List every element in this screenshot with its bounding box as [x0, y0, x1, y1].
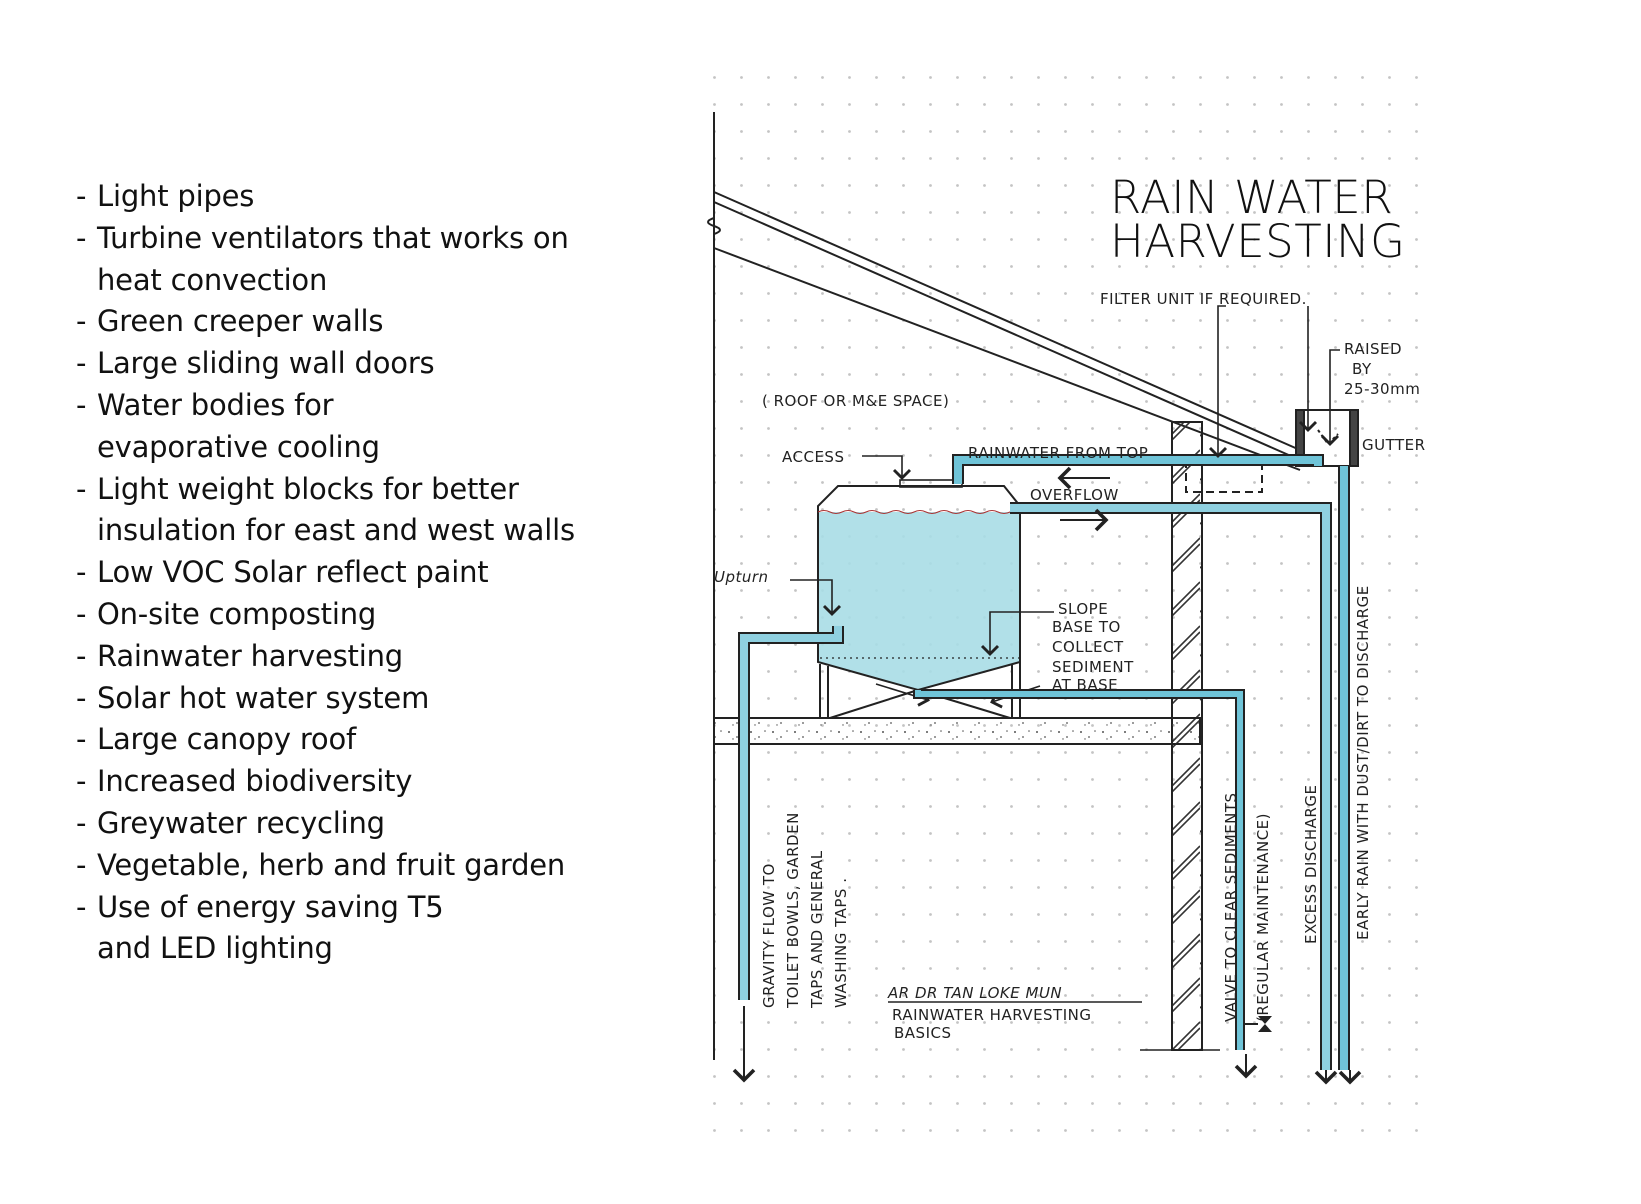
label-slope-3: COLLECT — [1052, 638, 1124, 656]
bullet-dash: - — [76, 555, 87, 590]
diagram-title-line-1: RAIN WATER — [1110, 171, 1393, 224]
feature-text: Low VOC Solar reflect paint — [97, 555, 489, 590]
label-overflow: OVERFLOW — [1030, 486, 1119, 504]
feature-text: Green creeper walls — [97, 304, 384, 339]
feature-item: -On-site composting — [76, 594, 656, 636]
feature-item: -Green creeper walls — [76, 301, 656, 343]
bullet-dash: - — [76, 805, 87, 840]
feature-item: -Rainwater harvesting — [76, 636, 656, 678]
label-upturn: Upturn — [714, 568, 769, 586]
feature-text: Use of energy saving T5 and LED lighting — [97, 889, 444, 966]
bullet-dash: - — [76, 722, 87, 757]
bullet-dash: - — [76, 889, 87, 924]
label-raised-by: BY — [1352, 360, 1372, 378]
flow-arrows — [732, 466, 1362, 1085]
label-gravity-2: TOILET BOWLS, GARDEN — [784, 812, 802, 1009]
bullet-dash: - — [76, 304, 87, 339]
label-rainwater-from-top: RAINWATER FROM TOP — [968, 444, 1148, 462]
label-filter-unit: FILTER UNIT IF REQUIRED. — [1100, 290, 1307, 308]
bullet-dash: - — [76, 680, 87, 715]
label-gravity-3: TAPS AND GENERAL — [808, 850, 826, 1009]
label-slope-5: AT BASE — [1052, 676, 1118, 694]
diagram-title-line-2: HARVESTING — [1110, 215, 1406, 268]
valve-icon — [1258, 1016, 1272, 1032]
feature-item: -Light weight blocks for better insulati… — [76, 469, 656, 553]
filter-unit — [1185, 459, 1263, 493]
feature-item: -Large canopy roof — [76, 719, 656, 761]
bullet-dash: - — [76, 387, 87, 422]
feature-item: -Solar hot water system — [76, 678, 656, 720]
diagram-title: RAIN WATER HARVESTING — [1110, 171, 1406, 268]
feature-item: -Water bodies for evaporative cooling — [76, 385, 656, 469]
feature-item: -Vegetable, herb and fruit garden — [76, 845, 656, 887]
label-gravity-4: WASHING TAPS . — [832, 878, 850, 1008]
label-gutter: GUTTER — [1362, 436, 1426, 454]
feature-text: Light pipes — [97, 179, 255, 213]
feature-item: -Increased biodiversity — [76, 761, 656, 803]
label-slope-4: SEDIMENT — [1052, 658, 1134, 676]
feature-text: Turbine ventilators that works on heat c… — [97, 220, 569, 297]
feature-text: Large canopy roof — [97, 722, 357, 757]
bullet-dash: - — [76, 220, 87, 255]
feature-text: Vegetable, herb and fruit garden — [97, 847, 566, 882]
sustainable-features-list: -Light pipes-Turbine ventilators that wo… — [76, 176, 656, 970]
feature-text: Solar hot water system — [97, 680, 430, 715]
feature-text: Light weight blocks for better insulatio… — [97, 471, 575, 548]
rainwater-harvesting-diagram: FILTER UNIT IF REQUIRED. RAISED BY 25-30… — [700, 60, 1520, 1204]
feature-text: Large sliding wall doors — [97, 346, 435, 381]
bullet-dash: - — [76, 638, 87, 673]
feature-item: -Low VOC Solar reflect paint — [76, 552, 656, 594]
feature-item: -Turbine ventilators that works on heat … — [76, 218, 656, 302]
bullet-dash: - — [76, 471, 87, 506]
bullet-dash: - — [76, 847, 87, 882]
feature-text: On-site composting — [97, 596, 377, 631]
feature-text: Increased biodiversity — [97, 764, 413, 799]
credit-title: RAINWATER HARVESTING — [892, 1006, 1092, 1024]
label-early-rain: EARLY RAIN WITH DUST/DIRT TO DISCHARGE — [1354, 585, 1372, 940]
floor-slab — [713, 717, 1201, 745]
feature-item: -Use of energy saving T5 and LED lightin… — [76, 887, 656, 971]
label-excess-discharge: EXCESS DISCHARGE — [1302, 785, 1320, 944]
feature-item: -Greywater recycling — [76, 803, 656, 845]
label-slope-1: SLOPE — [1058, 600, 1108, 618]
label-raised-amount: 25-30mm — [1344, 380, 1420, 398]
credit-subtitle: BASICS — [894, 1024, 952, 1042]
bullet-dash: - — [76, 764, 87, 799]
leader-lines — [790, 305, 1340, 1003]
feature-text: Rainwater harvesting — [97, 638, 403, 673]
wall-section — [707, 112, 721, 1060]
label-valve-1: VALVE TO CLEAR SEDIMENTS — [1222, 792, 1240, 1022]
feature-text: Greywater recycling — [97, 805, 385, 840]
credit-author: AR DR TAN LOKE MUN — [887, 984, 1062, 1002]
bullet-dash: - — [76, 179, 87, 213]
label-raised: RAISED — [1344, 340, 1402, 358]
label-access: ACCESS — [782, 448, 844, 466]
label-slope-2: BASE TO — [1052, 618, 1121, 636]
label-gravity-1: GRAVITY FLOW TO — [760, 863, 778, 1008]
pipes — [738, 454, 1350, 1070]
label-space: ( ROOF OR M&E SPACE) — [762, 392, 949, 410]
feature-text: Water bodies for evaporative cooling — [97, 387, 380, 464]
feature-item: -Large sliding wall doors — [76, 343, 656, 385]
bullet-dash: - — [76, 596, 87, 631]
bullet-dash: - — [76, 346, 87, 381]
feature-item: -Light pipes — [76, 176, 656, 218]
label-valve-2: (REGULAR MAINTENANCE) — [1254, 813, 1272, 1022]
storage-tank — [817, 479, 1041, 719]
